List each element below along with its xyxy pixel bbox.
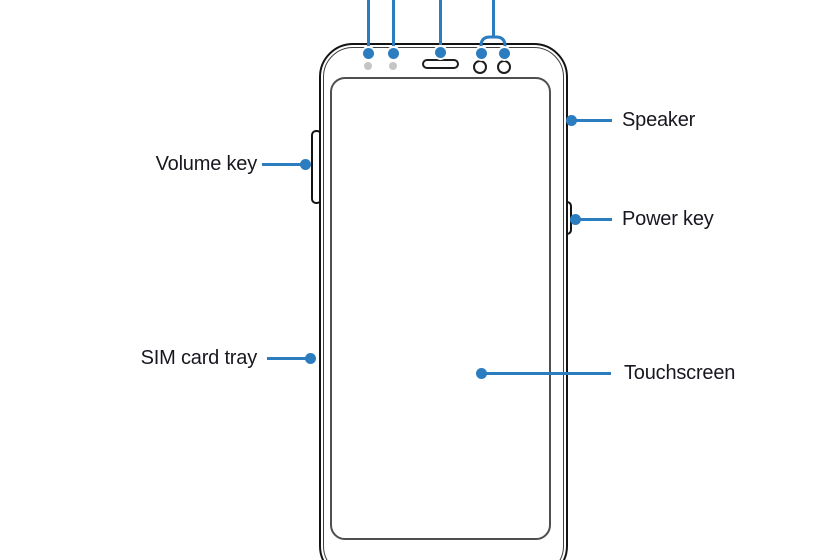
- callout-line-sensor-2: [391, 0, 395, 50]
- callout-dot-volume-key: [300, 158, 311, 170]
- callout-line-earpiece: [438, 0, 442, 49]
- speaker-label: Speaker: [622, 108, 696, 131]
- callout-dot-speaker: [565, 114, 577, 126]
- sim-card-tray-label: SIM card tray: [140, 346, 258, 369]
- proximity-sensor-dot: [364, 62, 372, 70]
- callout-dot-camera-1: [475, 47, 487, 59]
- light-sensor-dot: [389, 62, 397, 70]
- power-key-label: Power key: [622, 207, 714, 230]
- callout-line-speaker: [571, 118, 612, 122]
- callout-dot-earpiece: [434, 46, 446, 58]
- touchscreen-area: [330, 77, 551, 540]
- volume-key-label: Volume key: [155, 152, 258, 175]
- front-camera-2: [497, 60, 511, 74]
- callout-dot-sensor-1: [362, 47, 374, 59]
- callout-dot-camera-2: [498, 47, 510, 59]
- callout-line-touchscreen: [481, 371, 611, 375]
- callout-dot-sim-tray: [305, 352, 316, 364]
- callout-dot-sensor-2: [387, 47, 399, 59]
- callout-line-sim-tray: [267, 356, 312, 360]
- camera-callout-bracket: [479, 35, 507, 54]
- callout-dot-touchscreen: [475, 367, 487, 379]
- earpiece-speaker-slot: [422, 59, 459, 69]
- callout-line-volume-key: [262, 162, 307, 166]
- touchscreen-label: Touchscreen: [624, 361, 736, 384]
- callout-dot-power-key: [569, 213, 581, 225]
- callout-line-power-key: [575, 217, 612, 221]
- front-camera-1: [473, 60, 487, 74]
- callout-line-cameras: [491, 0, 495, 37]
- callout-line-sensor-1: [366, 0, 370, 50]
